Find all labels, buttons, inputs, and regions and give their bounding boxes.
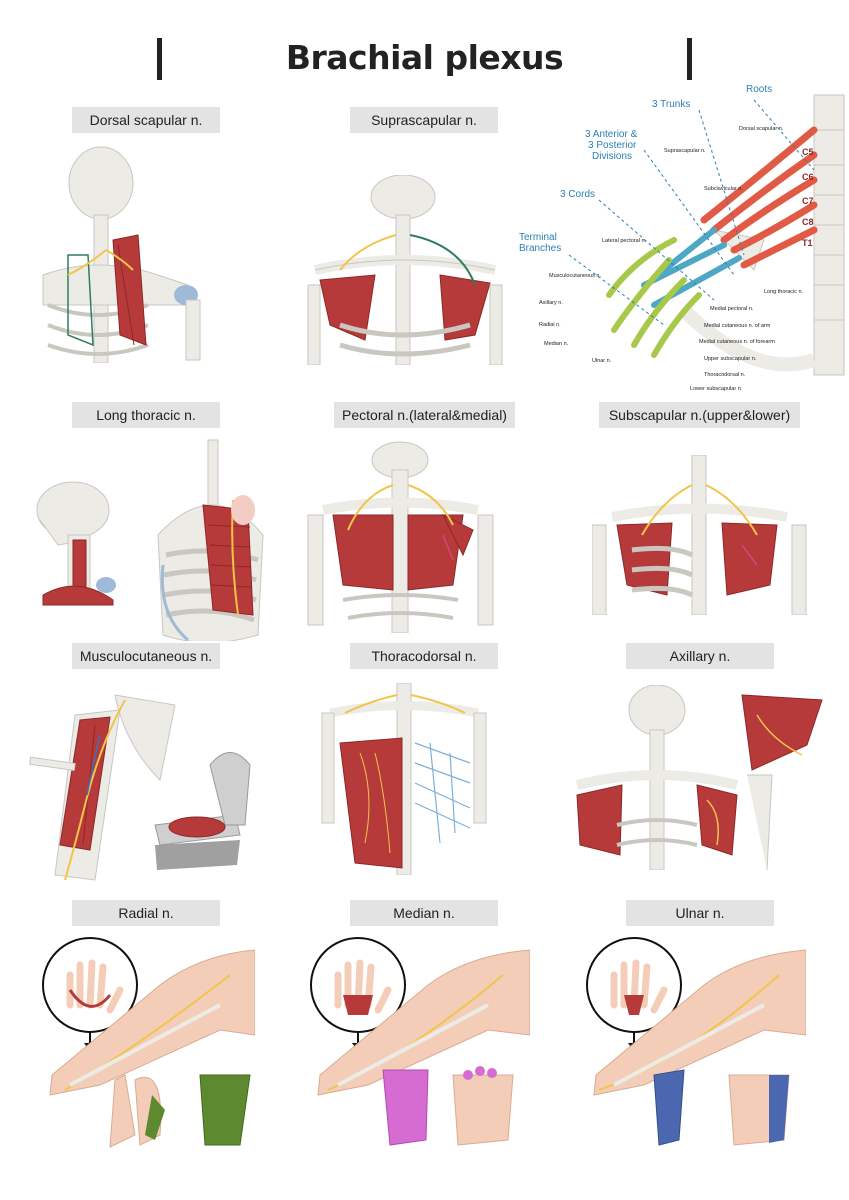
dorsal-scapular-illustration [38,145,208,363]
nerve-subclavicular: Subclavicular n. [704,186,743,192]
label-cords: 3 Cords [560,189,595,200]
musculocutaneous-illustration [25,685,265,890]
nerve-upper-subscapular: Upper subscapular n. [704,356,757,362]
root-c7: C7 [802,196,814,206]
label-trunks: 3 Trunks [652,99,690,110]
nerve-musculocutaneous: Musculocutaneous n. [549,273,601,279]
label-terminal-2: Branches [519,243,561,254]
panel-label-ulnar: Ulnar n. [626,900,774,926]
pectoral-illustration [303,440,498,633]
thoracodorsal-illustration [320,683,488,875]
subscapular-illustration [592,455,807,615]
nerve-dorsal-scapular: Dorsal scapular n. [739,126,784,132]
root-t1: T1 [802,238,813,248]
label-divisions-2: 3 Posterior [588,140,637,151]
long-thoracic-illustration [18,435,268,641]
panel-label-axillary: Axillary n. [626,643,774,669]
nerve-thoracodorsal: Thoracodorsal n. [704,372,746,378]
root-c6: C6 [802,172,814,182]
title-right-bar [687,38,692,80]
nerve-medial-pectoral: Medial pectoral n. [710,306,754,312]
label-terminal-1: Terminal [519,232,557,243]
page-title: Brachial plexus [285,38,564,77]
label-roots: Roots [746,84,772,95]
panel-label-thoracodorsal: Thoracodorsal n. [350,643,498,669]
ulnar-illustration [584,935,806,1150]
median-illustration [308,935,530,1150]
root-c5: C5 [802,147,814,157]
label-divisions-3: Divisions [592,151,632,162]
panel-label-dorsal-scapular: Dorsal scapular n. [72,107,220,133]
panel-label-median: Median n. [350,900,498,926]
nerve-med-cut-arm: Medial cutaneous n. of arm [704,323,771,329]
panel-label-pectoral: Pectoral n.(lateral&medial) [334,402,515,428]
panel-label-long-thoracic: Long thoracic n. [72,402,220,428]
root-c8: C8 [802,217,814,227]
nerve-lateral-pectoral: Lateral pectoral n. [602,238,646,244]
title-left-bar [157,38,162,80]
panel-label-radial: Radial n. [72,900,220,926]
nerve-lower-subscapular: Lower subscapular n. [690,386,743,392]
panel-label-suprascapular: Suprascapular n. [350,107,498,133]
panel-label-subscapular: Subscapular n.(upper&lower) [599,402,800,428]
nerve-ulnar: Ulnar n. [592,358,612,364]
nerve-median: Median n. [544,341,569,347]
plexus-diagram: Roots 3 Trunks 3 Anterior & 3 Posterior … [514,80,849,395]
suprascapular-illustration [300,175,510,365]
nerve-suprascapular: Suprascapular n. [664,148,706,154]
nerve-med-cut-forearm: Medial cutaneous n. of forearm [699,339,775,345]
axillary-illustration [572,685,830,870]
nerve-axillary: Axillary n. [539,300,563,306]
nerve-long-thoracic: Long thoracic n. [764,289,804,295]
radial-illustration [40,935,255,1150]
nerve-radial: Radial n. [539,322,561,328]
panel-label-musculocutaneous: Musculocutaneous n. [72,643,220,669]
label-divisions-1: 3 Anterior & [585,129,638,140]
